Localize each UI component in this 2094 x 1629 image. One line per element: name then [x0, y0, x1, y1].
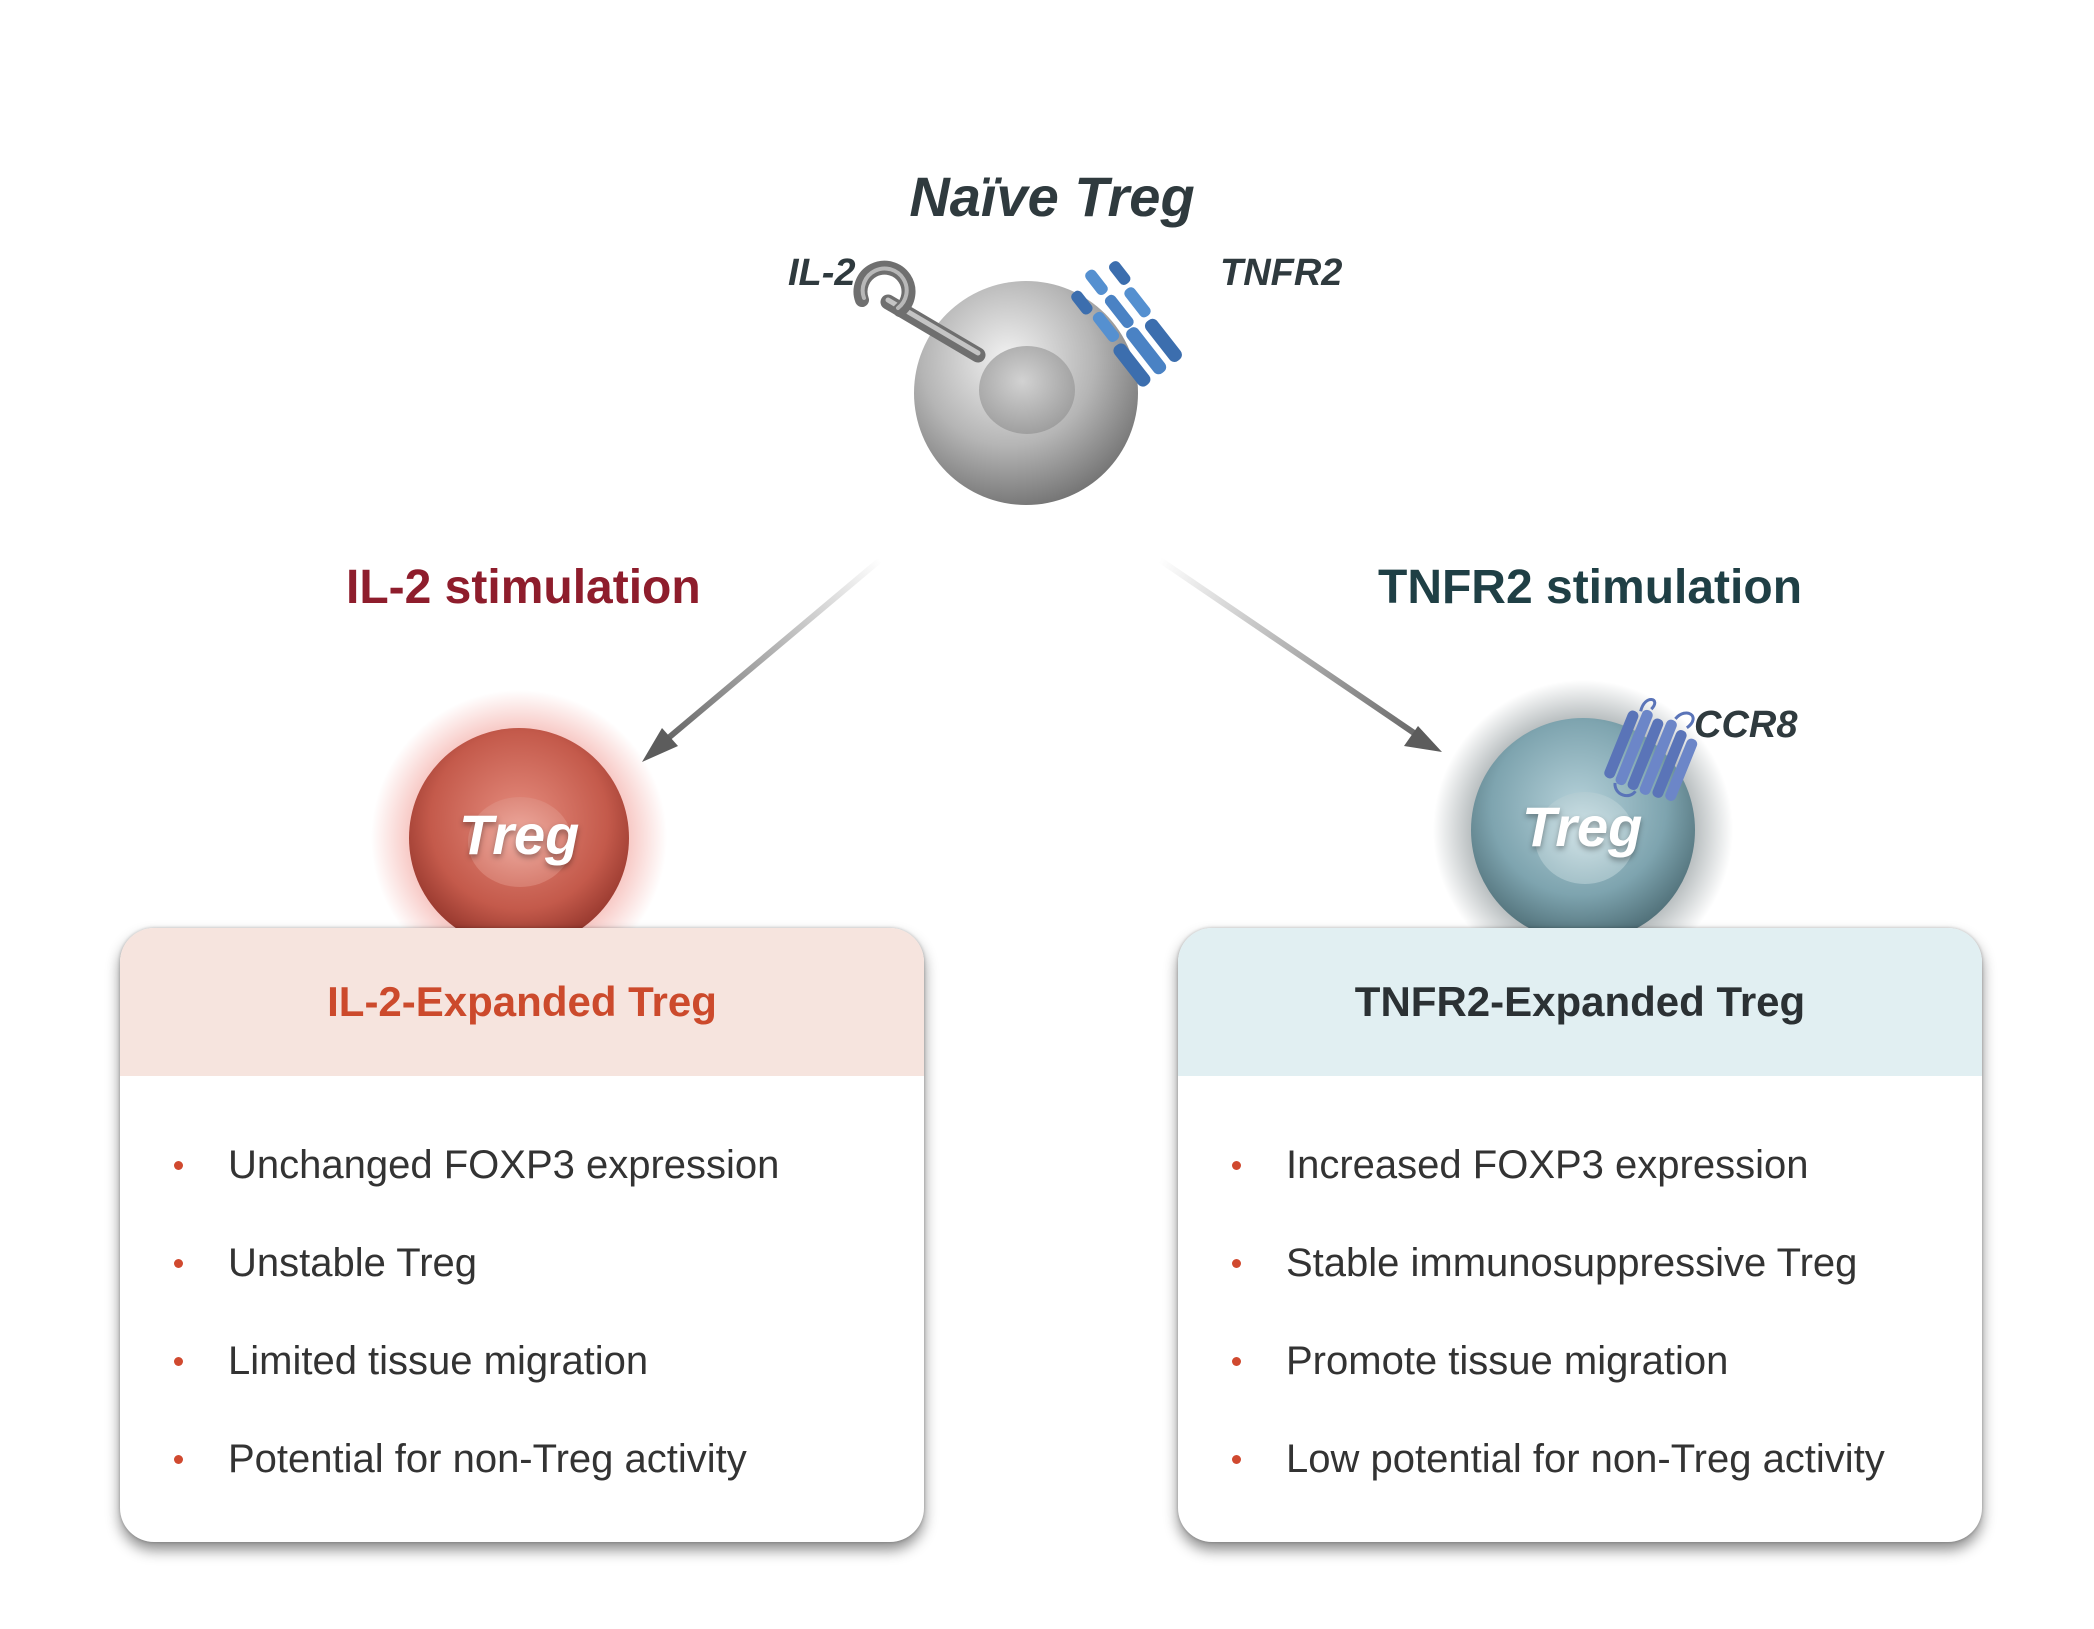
arrow-to-il2-branch: [642, 557, 883, 762]
bullet-icon: [1232, 1357, 1241, 1366]
bullet-icon: [174, 1455, 183, 1464]
arrow-to-tnfr2-branch: [1157, 557, 1442, 752]
tnfr2-expanded-treg-list: Increased FOXP3 expression Stable immuno…: [1178, 1076, 1982, 1508]
list-item-text: Limited tissue migration: [228, 1338, 649, 1383]
list-item: Potential for non-Treg activity: [120, 1410, 924, 1508]
il2-receptor-label: IL-2: [788, 252, 856, 294]
bullet-icon: [1232, 1455, 1241, 1464]
tnfr2-receptor-label: TNFR2: [1220, 252, 1343, 294]
tnfr2-expanded-treg-box: TNFR2-Expanded Treg Increased FOXP3 expr…: [1178, 928, 1982, 1542]
list-item: Limited tissue migration: [120, 1312, 924, 1410]
il2-receptor-icon: [853, 260, 986, 363]
list-item: Increased FOXP3 expression: [1178, 1116, 1982, 1214]
il2-expanded-treg-list: Unchanged FOXP3 expression Unstable Treg…: [120, 1076, 924, 1508]
bullet-icon: [1232, 1259, 1241, 1268]
list-item: Promote tissue migration: [1178, 1312, 1982, 1410]
bullet-icon: [174, 1259, 183, 1268]
list-item: Unchanged FOXP3 expression: [120, 1116, 924, 1214]
list-item-text: Promote tissue migration: [1286, 1338, 1729, 1383]
list-item: Low potential for non-Treg activity: [1178, 1410, 1982, 1508]
il2-expanded-treg-header: IL-2-Expanded Treg: [120, 928, 924, 1076]
list-item-text: Stable immunosuppressive Treg: [1286, 1240, 1858, 1285]
naive-treg-title: Naïve Treg: [909, 165, 1195, 228]
list-item: Stable immunosuppressive Treg: [1178, 1214, 1982, 1312]
il2-expanded-treg-title: IL-2-Expanded Treg: [327, 978, 717, 1025]
ccr8-receptor-label: CCR8: [1694, 704, 1798, 746]
tnfr2-expanded-treg-header: TNFR2-Expanded Treg: [1178, 928, 1982, 1076]
tnfr2-expanded-treg-title: TNFR2-Expanded Treg: [1354, 978, 1806, 1025]
bullet-icon: [174, 1357, 183, 1366]
il2-treg-cell: [371, 690, 667, 986]
tnfr2-stimulation-label: TNFR2 stimulation: [1378, 561, 1803, 614]
tnfr2-treg-cell-label: Treg: [1522, 795, 1643, 858]
tnfr2-receptor-icon: [1071, 261, 1182, 387]
list-item-text: Increased FOXP3 expression: [1286, 1142, 1809, 1187]
list-item-text: Low potential for non-Treg activity: [1286, 1436, 1885, 1481]
il2-stimulation-label: IL-2 stimulation: [346, 561, 701, 614]
list-item: Unstable Treg: [120, 1214, 924, 1312]
il2-treg-cell-label: Treg: [459, 803, 580, 866]
bullet-icon: [1232, 1161, 1241, 1170]
il2-expanded-treg-box: IL-2-Expanded Treg Unchanged FOXP3 expre…: [120, 928, 924, 1542]
ccr8-receptor-icon: [1604, 698, 1698, 801]
list-item-text: Potential for non-Treg activity: [228, 1436, 747, 1481]
list-item-text: Unstable Treg: [228, 1240, 478, 1285]
list-item-text: Unchanged FOXP3 expression: [228, 1142, 780, 1187]
naive-treg-cell: [914, 281, 1138, 505]
bullet-icon: [174, 1161, 183, 1170]
